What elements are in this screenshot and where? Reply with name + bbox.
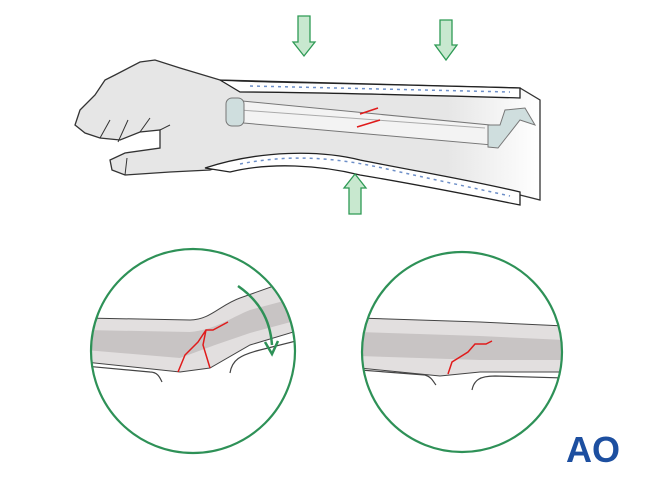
pressure-arrow-down-right: [433, 19, 459, 62]
fracture-line: [177, 321, 229, 373]
pressure-arrow-up: [342, 172, 368, 215]
zoom-circle-left: [89, 247, 297, 455]
cast-bottom: [204, 152, 521, 206]
finger-lines: [99, 117, 171, 176]
fracture-line-lower: [356, 119, 381, 128]
forearm-illustration: [74, 59, 541, 206]
pressure-arrow-down-left: [291, 15, 317, 58]
rotation-arrow: [237, 284, 274, 346]
cast-top-padding: [249, 85, 511, 93]
fracture-line-upper: [359, 107, 379, 115]
radius-ulna-bones: [225, 97, 537, 149]
detail-bent-fracture: [89, 247, 297, 455]
rotation-arrowhead: [263, 340, 280, 357]
ao-logo: AO: [566, 429, 620, 470]
fracture-line: [447, 340, 493, 375]
cast-bottom-padding: [239, 157, 511, 197]
detail-reduced-fracture: [360, 250, 564, 454]
zoom-circle-right: [360, 250, 564, 454]
